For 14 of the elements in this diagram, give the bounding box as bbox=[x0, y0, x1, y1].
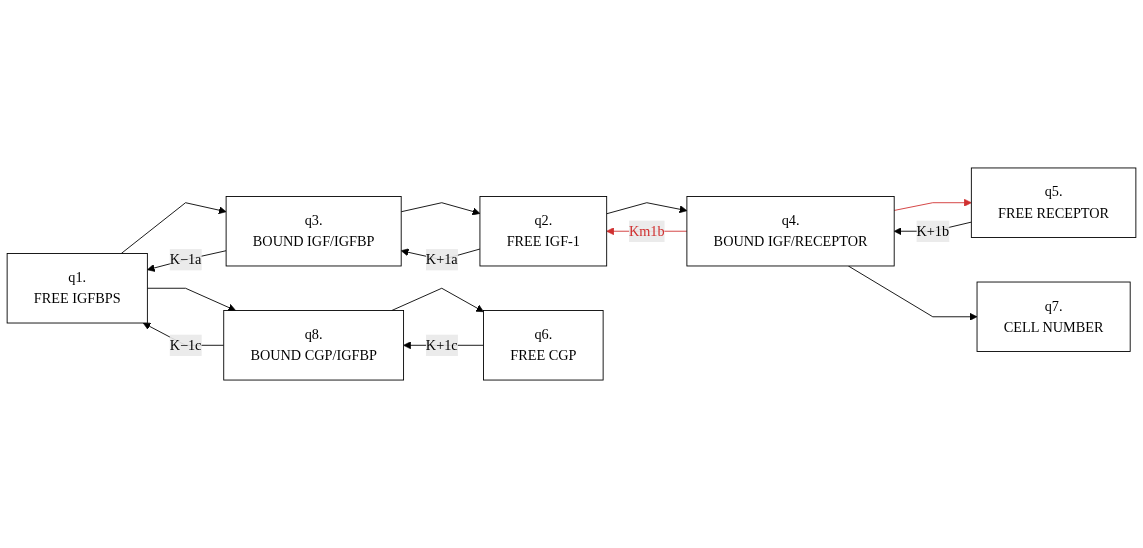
edge-label: K−1c bbox=[169, 337, 202, 353]
edge-label: Km1b bbox=[628, 223, 665, 239]
edge-label: K+1b bbox=[916, 223, 950, 239]
node-box: q1. FREE IGFBPS bbox=[6, 253, 148, 324]
node-box: q7. CELL NUMBER bbox=[976, 281, 1131, 352]
edge-label: K+1c bbox=[425, 337, 458, 353]
node-box: q8. BOUND CGP/IGFBP bbox=[223, 310, 405, 381]
node-box: q6. FREE CGP bbox=[483, 310, 604, 381]
node-box: q4. BOUND IGF/RECEPTOR bbox=[686, 196, 895, 267]
node-box: q3. BOUND IGF/IGFBP bbox=[225, 196, 402, 267]
node-box: q5. FREE RECEPTOR bbox=[970, 167, 1137, 238]
edge-label: K−1a bbox=[169, 251, 202, 267]
edge-label: K+1a bbox=[425, 251, 458, 267]
node-box: q2. FREE IGF-1 bbox=[479, 196, 608, 267]
